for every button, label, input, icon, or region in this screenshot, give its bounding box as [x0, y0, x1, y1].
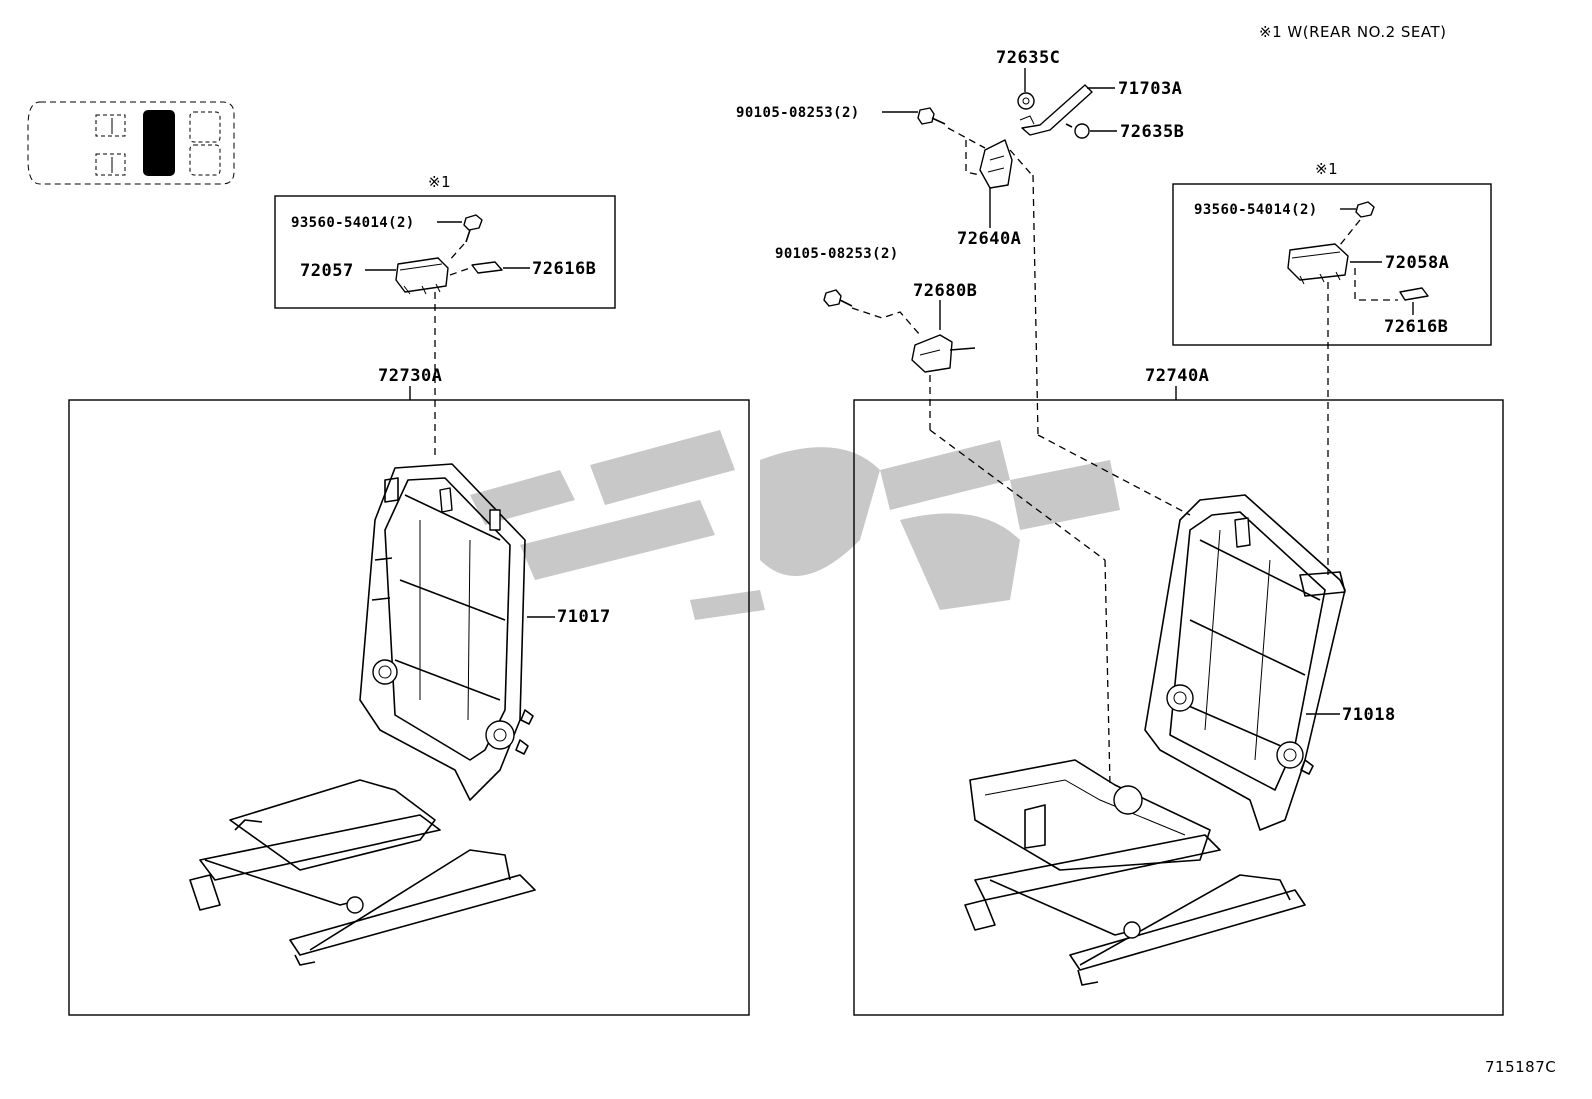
label-72640a: 72640A — [957, 229, 1022, 249]
seatback-frame-71018 — [1144, 494, 1346, 831]
watermark-logo — [470, 430, 1120, 620]
seat-track-right — [964, 759, 1306, 986]
label-72635c: 72635C — [996, 48, 1061, 68]
lock-72680b — [911, 334, 976, 373]
label-72058a: 72058A — [1385, 253, 1450, 273]
label-72730a: 72730A — [378, 366, 443, 386]
cap-72616b-right — [1399, 287, 1429, 301]
assembly-box-72740a — [853, 399, 1504, 1016]
bolt-90105-mid — [823, 289, 853, 307]
cover-72057 — [395, 257, 449, 295]
cap-72616b-left — [471, 261, 503, 274]
bolt-90105-top — [917, 107, 946, 125]
seat-track-left — [189, 779, 536, 966]
seatback-frame-71017 — [359, 463, 534, 801]
label-72616b-left: 72616B — [532, 259, 597, 279]
label-93560-right: 93560-54014(2) — [1194, 202, 1318, 218]
ref-mark-right: ※1 — [1315, 160, 1339, 178]
header-note: ※1 W(REAR NO.2 SEAT) — [1259, 23, 1447, 41]
bolt-72635b — [1065, 123, 1090, 139]
label-71018: 71018 — [1342, 705, 1396, 725]
label-93560-left: 93560-54014(2) — [291, 215, 415, 231]
hinge-72640a — [979, 139, 1013, 189]
vehicle-seat-layout-icon — [27, 101, 235, 185]
label-72635b: 72635B — [1120, 122, 1185, 142]
inset-box-right — [1172, 183, 1492, 346]
nut-72635c — [1017, 92, 1035, 110]
label-72616b-right: 72616B — [1384, 317, 1449, 337]
label-72740a: 72740A — [1145, 366, 1210, 386]
label-72680b: 72680B — [913, 281, 978, 301]
illustration-code: 715187C — [1485, 1058, 1557, 1076]
ref-mark-left: ※1 — [428, 173, 452, 191]
inset-box-left — [274, 195, 616, 309]
assembly-box-72730a — [68, 399, 750, 1016]
label-71017: 71017 — [557, 607, 611, 627]
bolt-93560-right — [1355, 201, 1375, 218]
label-90105-mid: 90105-08253(2) — [775, 246, 899, 262]
label-72057: 72057 — [300, 261, 354, 281]
cover-72058a — [1287, 243, 1349, 285]
bracket-71703a — [1019, 84, 1093, 136]
label-90105-top: 90105-08253(2) — [736, 105, 860, 121]
bolt-93560-left — [463, 214, 483, 243]
label-71703a: 71703A — [1118, 79, 1183, 99]
